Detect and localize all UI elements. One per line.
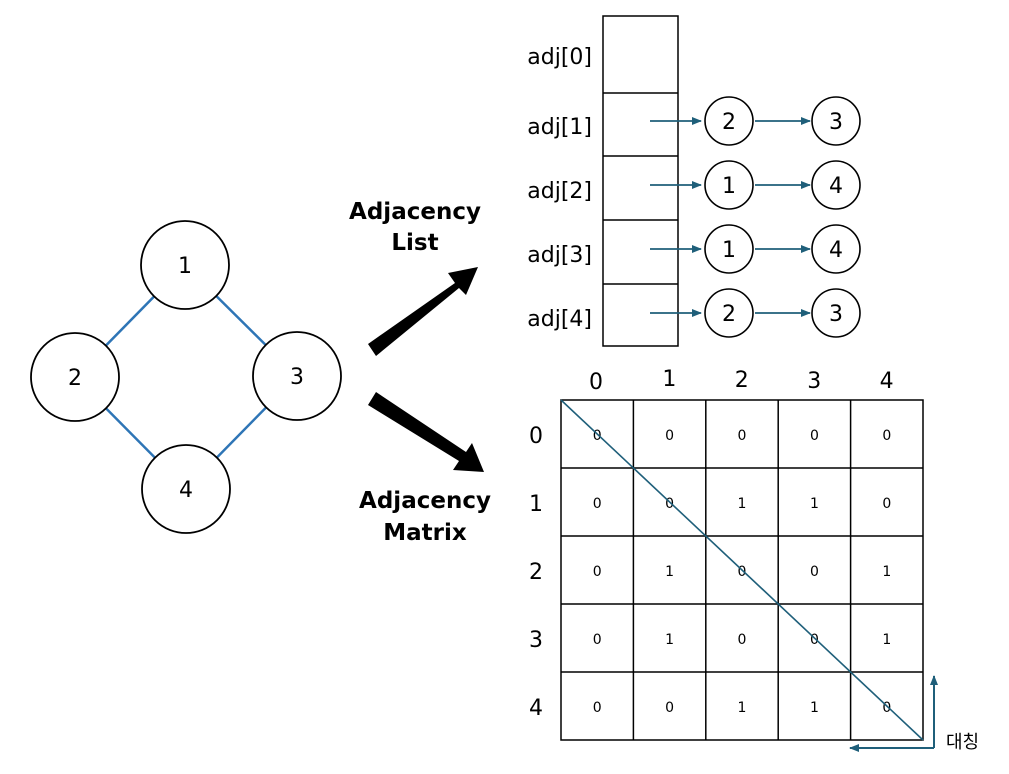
adjacency-list-node-label: 3 bbox=[829, 110, 843, 135]
graph-node-label: 1 bbox=[178, 254, 192, 279]
graph-node: 3 bbox=[252, 331, 342, 421]
adjacency-list-node-label: 4 bbox=[829, 238, 843, 263]
matrix-cell: 0 bbox=[738, 428, 747, 444]
list-title-line1: Adjacency bbox=[349, 199, 481, 225]
adjacency-list-node-label: 2 bbox=[722, 110, 736, 135]
matrix-cell: 0 bbox=[810, 632, 819, 648]
matrix-col-header: 4 bbox=[880, 369, 894, 394]
matrix-cell: 1 bbox=[665, 632, 674, 648]
list-title-line2: List bbox=[391, 230, 438, 256]
adjacency-list-label: adj[2] bbox=[527, 179, 592, 204]
matrix-row-header: 0 bbox=[529, 424, 543, 449]
matrix-cell: 0 bbox=[810, 564, 819, 580]
adjacency-list-node bbox=[811, 224, 861, 274]
matrix-col-header: 2 bbox=[735, 368, 749, 393]
matrix-cell: 0 bbox=[738, 564, 747, 580]
matrix-cell: 1 bbox=[882, 632, 891, 648]
adjacency-list-node bbox=[704, 160, 754, 210]
matrix-title-line2: Matrix bbox=[383, 520, 467, 546]
arrow-to-matrix bbox=[368, 392, 484, 472]
matrix-cell: 0 bbox=[810, 428, 819, 444]
adjacency-list-label: adj[3] bbox=[527, 243, 592, 268]
graph-node-label: 3 bbox=[290, 365, 304, 390]
matrix-cell: 0 bbox=[593, 496, 602, 512]
adjacency-list-node bbox=[704, 224, 754, 274]
matrix-cell: 1 bbox=[738, 700, 747, 716]
graph-node-circle bbox=[30, 332, 120, 422]
adjacency-list-node-label: 4 bbox=[829, 174, 843, 199]
graph-node-label: 2 bbox=[68, 366, 82, 391]
adjacency-list-label: adj[4] bbox=[527, 307, 592, 332]
matrix-col-header: 0 bbox=[589, 370, 603, 395]
adjacency-list-label: adj[0] bbox=[527, 45, 592, 70]
matrix-cell: 0 bbox=[593, 700, 602, 716]
graph-nodes: 1 2 3 4 bbox=[30, 220, 342, 534]
matrix-cell: 0 bbox=[593, 564, 602, 580]
symmetry-indicator: 대칭 bbox=[849, 675, 979, 753]
symmetry-label: 대칭 bbox=[946, 732, 979, 753]
matrix-title-line1: Adjacency bbox=[359, 488, 491, 514]
matrix-cell: 0 bbox=[665, 496, 674, 512]
adjacency-list-node bbox=[811, 288, 861, 338]
graph-node-circle bbox=[141, 444, 231, 534]
matrix-cell: 1 bbox=[738, 496, 747, 512]
adjacency-list-node bbox=[811, 96, 861, 146]
adjacency-list-node bbox=[704, 96, 754, 146]
undirected-graph: 1 2 3 4 bbox=[30, 220, 342, 534]
adjacency-list: adj[0] adj[1] 2 3 adj[2] 1 4 adj[3] 1 4 adj[4] 2 3 bbox=[527, 15, 861, 347]
graph-node-label: 4 bbox=[179, 478, 193, 503]
graph-node-circle bbox=[140, 220, 230, 310]
matrix-cell: 0 bbox=[882, 496, 891, 512]
graph-node: 2 bbox=[30, 332, 120, 422]
matrix-col-header: 1 bbox=[662, 367, 676, 392]
matrix-cell: 0 bbox=[882, 428, 891, 444]
matrix-row-header: 3 bbox=[529, 628, 543, 653]
adjacency-list-node-label: 2 bbox=[722, 302, 736, 327]
adjacency-list-node bbox=[704, 288, 754, 338]
matrix-cell: 0 bbox=[593, 632, 602, 648]
adjacency-list-array bbox=[602, 15, 679, 347]
matrix-cell: 0 bbox=[665, 428, 674, 444]
matrix-cell: 1 bbox=[882, 564, 891, 580]
matrix-cell: 0 bbox=[665, 700, 674, 716]
arrow-to-list bbox=[368, 267, 478, 356]
adjacency-matrix: 0 1 2 3 4 0 1 2 3 4 0 0 0 0 0 0 0 1 1 0 0 1 0 0 1 0 1 0 0 1 0 0 1 1 0 bbox=[529, 367, 924, 741]
adjacency-list-node bbox=[811, 160, 861, 210]
matrix-row-header: 2 bbox=[529, 560, 543, 585]
matrix-border bbox=[560, 399, 924, 741]
matrix-cell: 0 bbox=[738, 632, 747, 648]
matrix-row-header: 1 bbox=[529, 492, 543, 517]
graph-node: 1 bbox=[140, 220, 230, 310]
graph-node: 4 bbox=[141, 444, 231, 534]
matrix-col-header: 3 bbox=[807, 369, 821, 394]
graph-node-circle bbox=[252, 331, 342, 421]
adjacency-list-label: adj[1] bbox=[527, 115, 592, 140]
matrix-cell: 1 bbox=[810, 496, 819, 512]
adjacency-list-node-label: 1 bbox=[722, 174, 736, 199]
matrix-diagonal bbox=[560, 399, 924, 741]
matrix-cell: 1 bbox=[665, 564, 674, 580]
adjacency-list-node-label: 3 bbox=[829, 302, 843, 327]
matrix-row-header: 4 bbox=[529, 696, 543, 721]
adjacency-list-node-label: 1 bbox=[722, 238, 736, 263]
matrix-cell: 1 bbox=[810, 700, 819, 716]
matrix-cell: 0 bbox=[593, 428, 602, 444]
matrix-cell: 0 bbox=[882, 700, 891, 716]
